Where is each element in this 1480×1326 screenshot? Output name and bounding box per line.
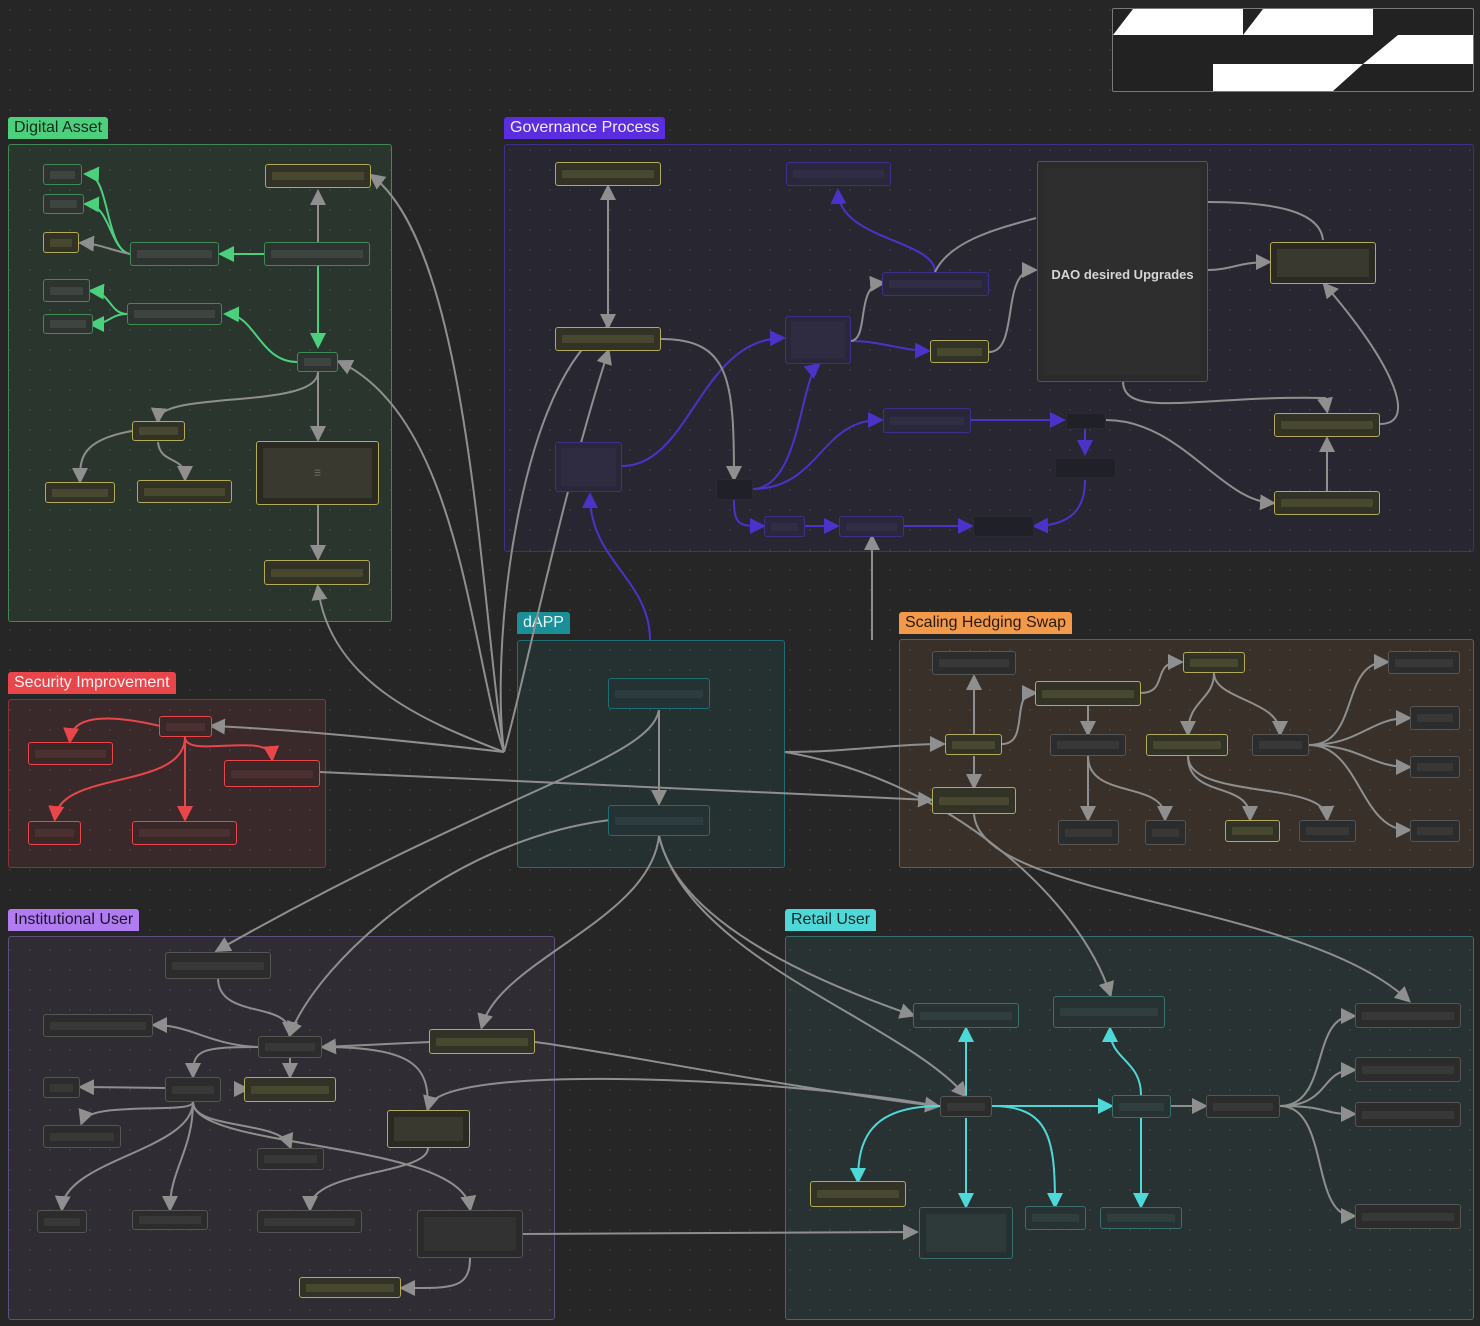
- node-ret-b1[interactable]: [1025, 1206, 1086, 1230]
- node-gov-right-bottom[interactable]: [1274, 491, 1380, 515]
- node-sc-b1[interactable]: [1058, 820, 1119, 845]
- node-gov-mid-bar[interactable]: [883, 408, 971, 433]
- node-sc-hub[interactable]: [945, 734, 1002, 755]
- node-sc-mid-3[interactable]: [1252, 734, 1309, 756]
- node-inst-b3[interactable]: [257, 1210, 362, 1233]
- node-da-sub-left[interactable]: [45, 482, 115, 503]
- group-label-digital-asset[interactable]: Digital Asset: [8, 117, 109, 139]
- node-da-branch[interactable]: [127, 303, 222, 325]
- node-da-leaf-5[interactable]: [43, 314, 93, 334]
- node-ret-top-2[interactable]: [1053, 996, 1165, 1028]
- node-gov-center-box[interactable]: [785, 316, 851, 364]
- node-sc-top-right[interactable]: [1183, 652, 1245, 673]
- node-inst-left-2[interactable]: [43, 1125, 121, 1148]
- node-sc-lower[interactable]: [932, 787, 1016, 814]
- node-inst-center[interactable]: [257, 1148, 324, 1170]
- text-icon: ☰: [313, 468, 322, 478]
- node-da-note[interactable]: ☰: [256, 441, 379, 505]
- group-label-governance-process[interactable]: Governance Process: [504, 117, 666, 139]
- node-inst-big[interactable]: [417, 1210, 523, 1258]
- node-sc-r4[interactable]: [1410, 820, 1460, 842]
- node-ret-hub-3[interactable]: [1206, 1095, 1280, 1118]
- node-gov-small-2[interactable]: [764, 516, 805, 537]
- node-inst-b1[interactable]: [37, 1210, 87, 1233]
- node-ret-b2[interactable]: [1100, 1207, 1182, 1229]
- node-sc-b2[interactable]: [1145, 820, 1186, 845]
- node-ret-note[interactable]: [919, 1207, 1013, 1259]
- node-da-center[interactable]: [297, 352, 338, 372]
- node-sc-top[interactable]: [932, 651, 1016, 675]
- node-ret-yellow[interactable]: [810, 1181, 906, 1207]
- node-sc-yellow[interactable]: [1035, 681, 1141, 706]
- node-inst-note[interactable]: [387, 1110, 470, 1148]
- node-gov-bottom-bar[interactable]: [839, 516, 904, 537]
- node-gov-right-top[interactable]: [882, 272, 989, 296]
- node-da-leaf-2[interactable]: [43, 194, 84, 214]
- node-ret-r2[interactable]: [1355, 1057, 1461, 1082]
- node-inst-small[interactable]: [43, 1077, 80, 1098]
- node-da-sub[interactable]: [132, 421, 185, 441]
- node-da-bottom[interactable]: [264, 560, 370, 585]
- node-ret-r1[interactable]: [1355, 1003, 1461, 1028]
- node-sec-hub[interactable]: [159, 716, 212, 737]
- node-ret-hub[interactable]: [940, 1096, 992, 1117]
- node-inst-yellow-mid[interactable]: [244, 1077, 336, 1102]
- node-sc-b3[interactable]: [1225, 820, 1280, 842]
- node-da-sub-right[interactable]: [137, 480, 232, 503]
- node-inst-hub[interactable]: [258, 1036, 322, 1058]
- node-gov-small-1[interactable]: [716, 479, 753, 500]
- node-da-mid-left[interactable]: [130, 242, 219, 266]
- group-label-dapp[interactable]: dAPP: [517, 612, 570, 634]
- group-label-security-improvement[interactable]: Security Improvement: [8, 672, 176, 694]
- node-sc-r2[interactable]: [1410, 706, 1460, 730]
- node-da-leaf-1[interactable]: [43, 164, 82, 185]
- node-inst-b2[interactable]: [132, 1210, 208, 1230]
- node-inst-bottom[interactable]: [299, 1277, 401, 1298]
- node-gov-top-mid[interactable]: [786, 162, 891, 186]
- group-label-institutional-user[interactable]: Institutional User: [8, 909, 140, 931]
- node-sec-bottom-left[interactable]: [28, 821, 81, 845]
- node-da-leaf-3[interactable]: [43, 232, 79, 253]
- node-gov-small-yellow[interactable]: [930, 340, 989, 363]
- dao-upgrades-label: DAO desired Upgrades: [1051, 267, 1194, 282]
- node-inst-mid[interactable]: [165, 1077, 221, 1102]
- group-governance-process[interactable]: [504, 144, 1474, 552]
- node-sc-r3[interactable]: [1410, 756, 1460, 778]
- canvas-minimap[interactable]: [1112, 8, 1474, 92]
- node-gov-dot-2[interactable]: [1055, 458, 1116, 478]
- group-label-retail-user[interactable]: Retail User: [785, 909, 877, 931]
- node-gov-dot-1[interactable]: [1066, 413, 1106, 429]
- node-sec-bottom-mid[interactable]: [132, 821, 237, 845]
- node-sec-right[interactable]: [224, 760, 320, 787]
- node-ret-hub-2[interactable]: [1112, 1095, 1171, 1118]
- node-gov-dark[interactable]: [973, 516, 1034, 537]
- node-ret-r3[interactable]: [1355, 1102, 1461, 1127]
- node-gov-right-note[interactable]: [1270, 242, 1376, 284]
- node-inst-left-1[interactable]: [43, 1014, 153, 1037]
- node-sec-left[interactable]: [28, 742, 113, 765]
- node-inst-yellow-right[interactable]: [429, 1029, 535, 1054]
- node-ret-r4[interactable]: [1355, 1204, 1461, 1229]
- node-sc-r1[interactable]: [1388, 651, 1460, 674]
- group-label-scaling-hedging-swap[interactable]: Scaling Hedging Swap: [899, 612, 1072, 634]
- node-da-leaf-4[interactable]: [43, 279, 90, 302]
- node-dao-desired-upgrades[interactable]: DAO desired Upgrades: [1037, 161, 1208, 382]
- node-gov-left-box[interactable]: [555, 442, 622, 492]
- group-digital-asset[interactable]: [8, 144, 392, 622]
- node-inst-top[interactable]: [165, 952, 271, 979]
- node-dapp-top[interactable]: [608, 678, 710, 709]
- node-da-hub[interactable]: [264, 242, 370, 266]
- node-ret-top-1[interactable]: [913, 1003, 1019, 1028]
- node-gov-right-mid[interactable]: [1274, 413, 1380, 437]
- node-sc-b4[interactable]: [1299, 820, 1356, 842]
- node-gov-top-left[interactable]: [555, 162, 661, 186]
- node-gov-left-mid[interactable]: [555, 327, 661, 351]
- minimap-shapes: [1113, 9, 1473, 91]
- node-sc-mid-1[interactable]: [1050, 734, 1126, 756]
- node-da-top[interactable]: [265, 164, 371, 188]
- node-dapp-bottom[interactable]: [608, 805, 710, 836]
- node-sc-mid-2[interactable]: [1146, 734, 1228, 756]
